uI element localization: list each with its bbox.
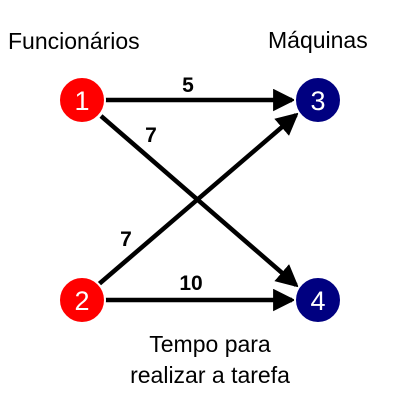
machine-node-4: 4 (294, 276, 342, 324)
weight-1-to-4: 7 (145, 124, 157, 147)
machines-heading: Máquinas (268, 27, 368, 53)
caption-line-2: realizar a tarefa (130, 362, 290, 388)
worker-node-1: 1 (58, 76, 106, 124)
worker-node-2: 2 (58, 276, 106, 324)
weight-2-to-4: 10 (179, 272, 202, 295)
machine-node-3: 3 (294, 76, 342, 124)
node-label-3: 3 (310, 86, 325, 116)
node-label-4: 4 (310, 286, 325, 316)
weight-1-to-3: 5 (182, 74, 194, 97)
node-label-1: 1 (74, 86, 89, 116)
edge-weight-caption: Tempo para realizar a tarefa (100, 329, 320, 391)
weight-2-to-3: 7 (120, 228, 132, 251)
workers-heading: Funcionários (8, 28, 140, 54)
edge-2-to-3 (97, 112, 299, 286)
caption-line-1: Tempo para (149, 331, 271, 357)
node-label-2: 2 (74, 286, 89, 316)
